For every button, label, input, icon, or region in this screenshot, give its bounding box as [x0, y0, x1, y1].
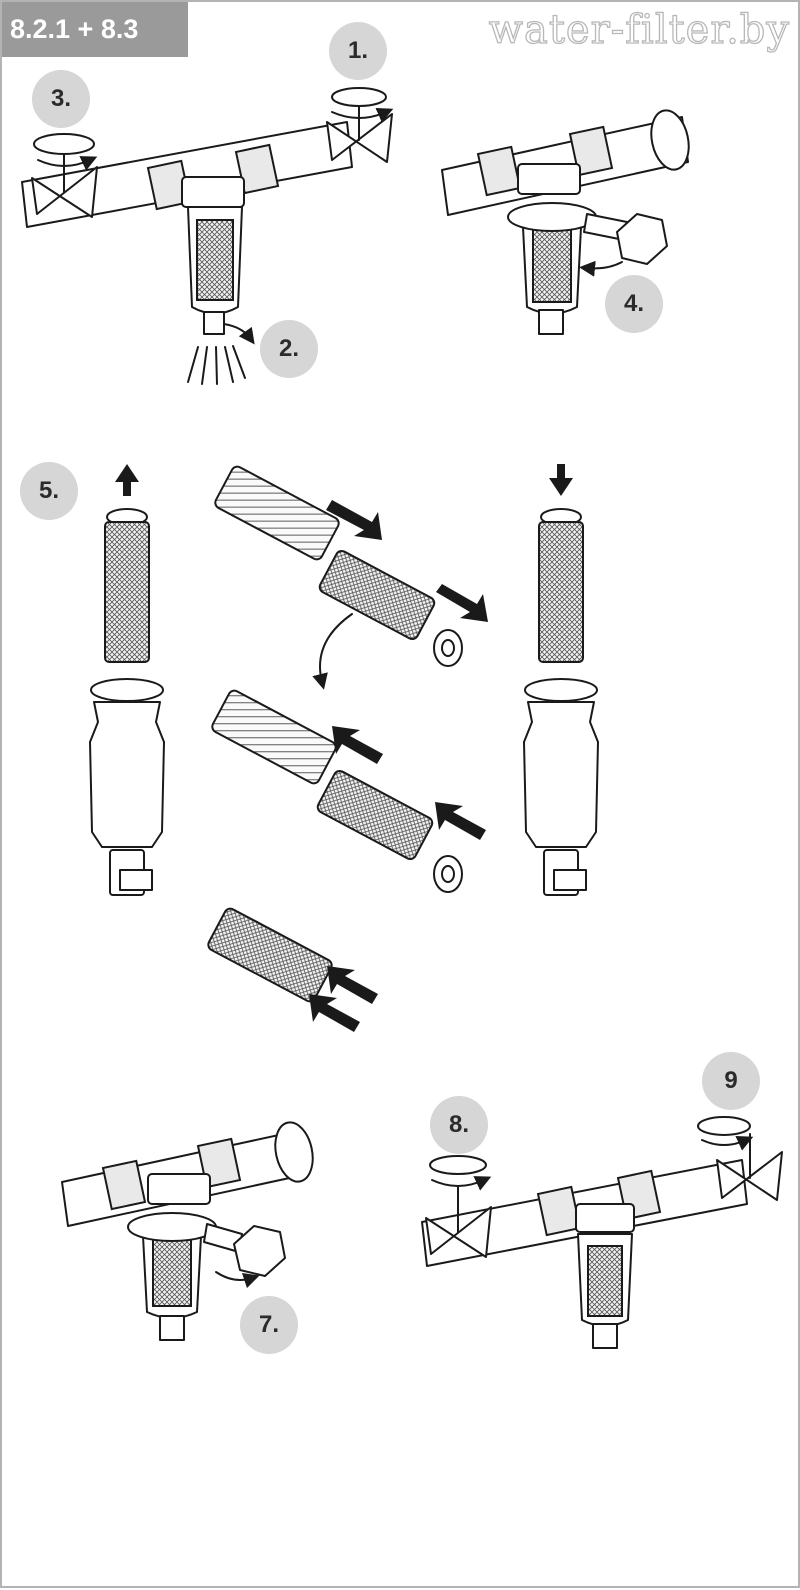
section-label: 8.2.1 + 8.3: [2, 2, 188, 57]
step-badge-8: 8.: [430, 1096, 488, 1154]
watermark-text: water-filter.by: [488, 6, 790, 53]
right-valve-handle-icon: [697, 1116, 751, 1136]
wrench-ring-icon: [507, 202, 597, 232]
filter-insert-icon: [214, 465, 340, 561]
wrench-ring-icon: [127, 1212, 217, 1242]
assembled-insert-icon: [207, 907, 333, 1003]
o-ring-icon: [90, 678, 164, 702]
arrow-right-icon: [326, 500, 382, 540]
step-badge-3: 3.: [32, 70, 90, 128]
panel-open-valves: [421, 1116, 783, 1349]
filter-bowl-icon: [89, 701, 165, 848]
arrow-down-icon: [549, 464, 573, 496]
left-valve-icon: [425, 1206, 492, 1258]
panel-tighten-bowl: [61, 1121, 314, 1341]
panel-clean-mesh: [89, 464, 599, 1032]
arrow-up-icon: [115, 464, 139, 496]
step-badge-9: 9: [702, 1052, 760, 1110]
panel-unscrew-bowl: [441, 109, 690, 335]
left-valve-handle-icon: [33, 133, 95, 155]
left-valve-handle-icon: [429, 1155, 487, 1175]
filter-mesh-icon: [104, 521, 150, 663]
seal-ring-icon: [433, 629, 463, 667]
arrow-left-icon: [435, 802, 486, 840]
wrench-head-icon: [233, 1225, 286, 1277]
arrow-left-icon: [332, 726, 383, 764]
wrench-head-icon: [616, 213, 668, 265]
panel-close-valves: [21, 87, 394, 385]
step-badge-7: 7.: [240, 1296, 298, 1354]
step-badge-2: 2.: [260, 320, 318, 378]
mesh-sleeve-icon: [318, 549, 436, 641]
curved-arrow-icon: [312, 613, 353, 690]
right-valve-handle-icon: [331, 87, 387, 107]
step-badge-1: 1.: [329, 22, 387, 80]
arrow-right-icon: [436, 584, 488, 622]
right-valve-icon: [716, 1151, 783, 1201]
step-badge-4: 4.: [605, 275, 663, 333]
step-badge-5: 5.: [20, 462, 78, 520]
drain-valve-icon: [203, 311, 225, 335]
